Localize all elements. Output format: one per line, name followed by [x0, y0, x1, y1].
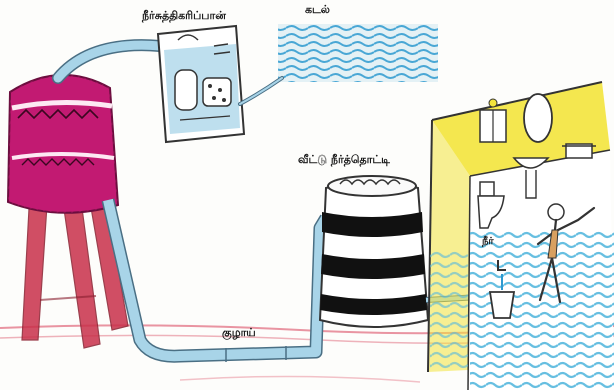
- treatment-plant-drawing: [158, 26, 244, 142]
- home-water-tank: [320, 176, 428, 327]
- treatment-plant-label: நீர்சுத்திகரிப்பான்: [142, 9, 226, 24]
- pipe-tower-to-treatment: [58, 45, 160, 78]
- pipe-label: குழாய்: [222, 326, 256, 341]
- sea-drawing: [278, 24, 438, 82]
- sea-label: கடல்: [305, 3, 330, 18]
- home-tank-label: வீட்டு நீர்த்தொட்டி: [298, 153, 390, 168]
- water-label: நீர்: [482, 236, 494, 248]
- bathroom-drawing: [428, 82, 614, 390]
- main-pipe: [108, 200, 326, 362]
- pipe-sea-to-treatment: [240, 78, 282, 104]
- water-tower-tank: [8, 72, 118, 213]
